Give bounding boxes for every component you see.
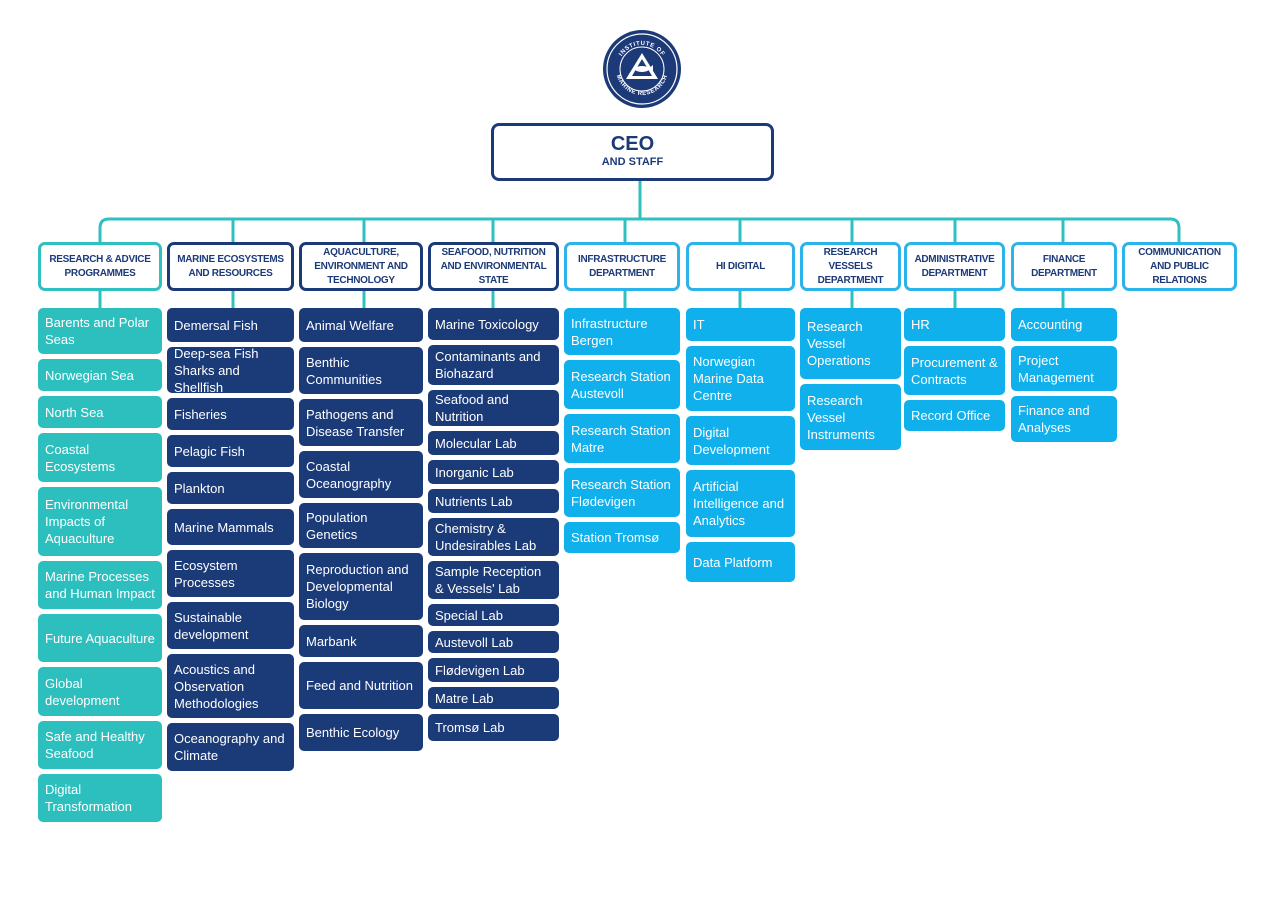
- unit-box[interactable]: Norwegian Marine Data Centre: [686, 346, 795, 411]
- unit-box[interactable]: Tromsø Lab: [428, 714, 559, 741]
- unit-box[interactable]: Sample Reception & Vessels' Lab: [428, 561, 559, 599]
- unit-box[interactable]: Deep-sea Fish Sharks and Shellfish: [167, 346, 294, 395]
- unit-box[interactable]: Digital Transformation: [38, 774, 162, 822]
- unit-box[interactable]: Research Station Matre: [564, 414, 680, 463]
- unit-box[interactable]: Plankton: [167, 472, 294, 504]
- fish-pyramid-emblem-icon: INSTITUTE OF MARINE RESEARCH: [603, 30, 681, 108]
- unit-box[interactable]: Research Vessel Operations: [800, 308, 901, 379]
- unit-box[interactable]: Seafood and Nutrition: [428, 390, 559, 426]
- column-finance: FINANCE DEPARTMENT Accounting Project Ma…: [1011, 242, 1117, 447]
- unit-box[interactable]: Pathogens and Disease Transfer: [299, 399, 423, 446]
- unit-box[interactable]: Feed and Nutrition: [299, 662, 423, 709]
- unit-box[interactable]: Special Lab: [428, 604, 559, 626]
- unit-box[interactable]: Ecosystem Processes: [167, 550, 294, 597]
- horizontal-bus-line: [98, 217, 1181, 242]
- unit-box[interactable]: Acoustics and Observation Methodologies: [167, 654, 294, 718]
- unit-list: Barents and Polar Seas Norwegian Sea Nor…: [38, 308, 162, 822]
- unit-box[interactable]: Future Aquaculture: [38, 614, 162, 662]
- unit-box[interactable]: Pelagic Fish: [167, 435, 294, 467]
- unit-box[interactable]: Research Station Austevoll: [564, 360, 680, 409]
- ceo-title: CEO: [610, 133, 655, 155]
- dept-research-advice-programmes[interactable]: RESEARCH & ADVICE PROGRAMMES: [38, 242, 162, 291]
- dept-administrative[interactable]: ADMINISTRATIVE DEPARTMENT: [904, 242, 1005, 291]
- dept-marine-ecosystems-and-resources[interactable]: MARINE ECOSYSTEMS AND RESOURCES: [167, 242, 294, 291]
- unit-box[interactable]: Safe and Healthy Seafood: [38, 721, 162, 769]
- column-infrastructure: INFRASTRUCTURE DEPARTMENT Infrastructure…: [564, 242, 680, 558]
- unit-box[interactable]: Contaminants and Biohazard: [428, 345, 559, 385]
- column-seafood-nutrition: SEAFOOD, NUTRITION AND ENVIRONMENTAL STA…: [428, 242, 559, 746]
- unit-box[interactable]: Project Management: [1011, 346, 1117, 391]
- unit-box[interactable]: Finance and Analyses: [1011, 396, 1117, 442]
- unit-box[interactable]: Molecular Lab: [428, 431, 559, 455]
- unit-box[interactable]: Sustainable development: [167, 602, 294, 649]
- unit-box[interactable]: Global development: [38, 667, 162, 716]
- unit-box[interactable]: Coastal Ecosystems: [38, 433, 162, 482]
- unit-box[interactable]: Environmental Impacts of Aquaculture: [38, 487, 162, 556]
- dept-aquaculture-environment-technology[interactable]: AQUACULTURE, ENVIRONMENT AND TECHNOLOGY: [299, 242, 423, 291]
- unit-box[interactable]: Barents and Polar Seas: [38, 308, 162, 354]
- unit-box[interactable]: IT: [686, 308, 795, 341]
- unit-box[interactable]: Research Vessel Instruments: [800, 384, 901, 450]
- unit-list: IT Norwegian Marine Data Centre Digital …: [686, 308, 795, 582]
- unit-box[interactable]: Digital Development: [686, 416, 795, 465]
- unit-box[interactable]: Oceanography and Climate: [167, 723, 294, 771]
- unit-box[interactable]: Infrastructure Bergen: [564, 308, 680, 355]
- unit-box[interactable]: Accounting: [1011, 308, 1117, 341]
- unit-box[interactable]: Marbank: [299, 625, 423, 657]
- column-aquaculture: AQUACULTURE, ENVIRONMENT AND TECHNOLOGY …: [299, 242, 423, 756]
- unit-box[interactable]: Artificial Intelligence and Analytics: [686, 470, 795, 537]
- unit-box[interactable]: Matre Lab: [428, 687, 559, 709]
- unit-box[interactable]: Inorganic Lab: [428, 460, 559, 484]
- unit-box[interactable]: Reproduction and Developmental Biology: [299, 553, 423, 620]
- unit-box[interactable]: Norwegian Sea: [38, 359, 162, 391]
- unit-list: Accounting Project Management Finance an…: [1011, 308, 1117, 442]
- unit-box[interactable]: Coastal Oceanography: [299, 451, 423, 498]
- unit-box[interactable]: Marine Processes and Human Impact: [38, 561, 162, 609]
- unit-box[interactable]: Station Tromsø: [564, 522, 680, 553]
- unit-box[interactable]: Marine Toxicology: [428, 308, 559, 340]
- unit-box[interactable]: Nutrients Lab: [428, 489, 559, 513]
- unit-box[interactable]: Flødevigen Lab: [428, 658, 559, 682]
- column-marine-ecosystems: MARINE ECOSYSTEMS AND RESOURCES Demersal…: [167, 242, 294, 776]
- unit-list: HR Procurement & Contracts Record Office: [904, 308, 1005, 431]
- unit-box[interactable]: Record Office: [904, 400, 1005, 431]
- unit-list: Demersal Fish Deep-sea Fish Sharks and S…: [167, 308, 294, 771]
- unit-list: Marine Toxicology Contaminants and Bioha…: [428, 308, 559, 741]
- ceo-subtitle: AND STAFF: [601, 156, 664, 168]
- unit-box[interactable]: North Sea: [38, 396, 162, 428]
- unit-box[interactable]: Marine Mammals: [167, 509, 294, 545]
- unit-box[interactable]: Demersal Fish: [167, 308, 294, 342]
- unit-box[interactable]: Animal Welfare: [299, 308, 423, 342]
- unit-box[interactable]: Research Station Flødevigen: [564, 468, 680, 517]
- dept-communication-public-relations[interactable]: COMMUNICATION AND PUBLIC RELATIONS: [1122, 242, 1237, 291]
- institute-logo: INSTITUTE OF MARINE RESEARCH: [602, 29, 682, 109]
- unit-box[interactable]: HR: [904, 308, 1005, 341]
- column-administrative: ADMINISTRATIVE DEPARTMENT HR Procurement…: [904, 242, 1005, 436]
- unit-box[interactable]: Fisheries: [167, 398, 294, 430]
- column-hi-digital: HI DIGITAL IT Norwegian Marine Data Cent…: [686, 242, 795, 587]
- unit-box[interactable]: Austevoll Lab: [428, 631, 559, 653]
- unit-box[interactable]: Procurement & Contracts: [904, 346, 1005, 395]
- column-communication: COMMUNICATION AND PUBLIC RELATIONS: [1122, 242, 1237, 291]
- dept-finance[interactable]: FINANCE DEPARTMENT: [1011, 242, 1117, 291]
- unit-list: Animal Welfare Benthic Communities Patho…: [299, 308, 423, 751]
- unit-box[interactable]: Chemistry & Undesirables Lab: [428, 518, 559, 556]
- ceo-box[interactable]: CEO AND STAFF: [491, 123, 774, 181]
- unit-box[interactable]: Benthic Ecology: [299, 714, 423, 751]
- dept-seafood-nutrition-environmental-state[interactable]: SEAFOOD, NUTRITION AND ENVIRONMENTAL STA…: [428, 242, 559, 291]
- unit-box[interactable]: Benthic Communities: [299, 347, 423, 394]
- dept-hi-digital[interactable]: HI DIGITAL: [686, 242, 795, 291]
- dept-infrastructure[interactable]: INFRASTRUCTURE DEPARTMENT: [564, 242, 680, 291]
- unit-list: Research Vessel Operations Research Vess…: [800, 308, 901, 450]
- unit-box[interactable]: Population Genetics: [299, 503, 423, 548]
- dept-research-vessels[interactable]: RESEARCH VESSELS DEPARTMENT: [800, 242, 901, 291]
- unit-box[interactable]: Data Platform: [686, 542, 795, 582]
- column-research-advice: RESEARCH & ADVICE PROGRAMMES Barents and…: [38, 242, 162, 827]
- unit-list: Infrastructure Bergen Research Station A…: [564, 308, 680, 553]
- column-research-vessels: RESEARCH VESSELS DEPARTMENT Research Ves…: [800, 242, 901, 455]
